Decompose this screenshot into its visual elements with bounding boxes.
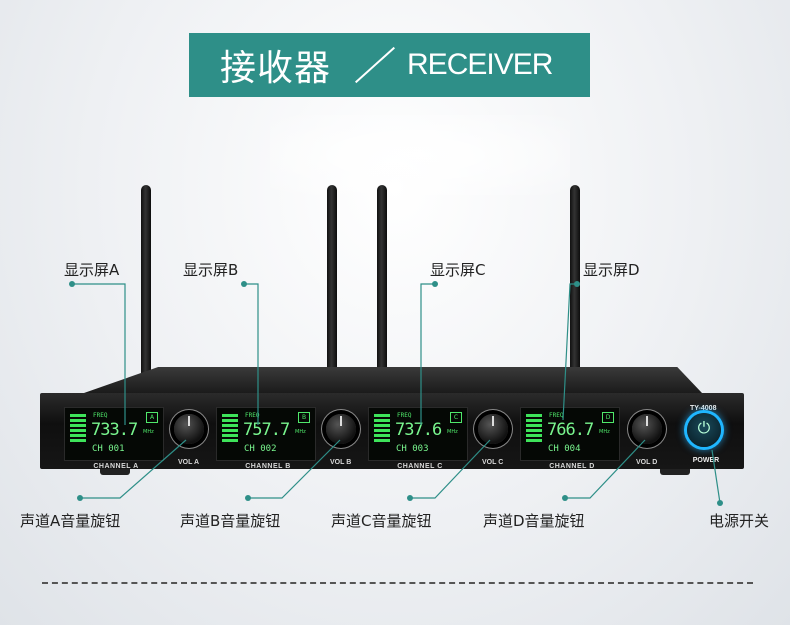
- freq-label: FREQ: [245, 412, 260, 419]
- vol-label-c: VOL C: [482, 459, 504, 466]
- callout-knob-a: 声道A音量旋钮: [20, 512, 121, 530]
- title-en: RECEIVER: [407, 48, 553, 81]
- antenna-indicator-icon: A: [146, 412, 158, 423]
- volume-knob-d[interactable]: [632, 414, 662, 444]
- power-label: POWER: [692, 457, 720, 464]
- freq-unit: MHz: [295, 429, 306, 435]
- antenna-c: [377, 185, 387, 385]
- freq-label: FREQ: [397, 412, 412, 419]
- freq-value: 733.7: [91, 420, 138, 440]
- freq-value: 737.6: [395, 420, 442, 440]
- callout-display-a: 显示屏A: [64, 261, 120, 279]
- channel-number: CH 002: [244, 444, 277, 454]
- freq-label: FREQ: [549, 412, 564, 419]
- volume-knob-c[interactable]: [478, 414, 508, 444]
- signal-bars-c: [374, 414, 390, 444]
- volume-knob-a[interactable]: [174, 414, 204, 444]
- device-top: [84, 367, 702, 393]
- antenna-indicator-icon: B: [298, 412, 310, 423]
- foot-left: [100, 469, 130, 475]
- callout-knob-c: 声道C音量旋钮: [331, 512, 432, 530]
- display-a: FREQ 733.7 MHz CH 001 A: [64, 407, 164, 461]
- callout-display-d: 显示屏D: [583, 261, 640, 279]
- display-d: FREQ 766.7 MHz CH 004 D: [520, 407, 620, 461]
- display-b: FREQ 757.7 MHz CH 002 B: [216, 407, 316, 461]
- title-cn: 接收器: [220, 48, 332, 89]
- signal-bars-a: [70, 414, 86, 444]
- callout-display-c: 显示屏C: [430, 261, 486, 279]
- vol-label-d: VOL D: [636, 459, 658, 466]
- signal-bars-d: [526, 414, 542, 444]
- antenna-b: [327, 185, 337, 385]
- slash-divider: [355, 46, 396, 84]
- antenna-d: [570, 185, 580, 385]
- antenna-indicator-icon: C: [450, 412, 462, 423]
- antenna-indicator-icon: D: [602, 412, 614, 423]
- title-banner: 接收器 RECEIVER: [189, 33, 590, 97]
- channel-label-d: CHANNEL D: [549, 463, 595, 470]
- freq-label: FREQ: [93, 412, 108, 419]
- freq-unit: MHz: [143, 429, 154, 435]
- freq-value: 766.7: [547, 420, 594, 440]
- vol-label-a: VOL A: [178, 459, 200, 466]
- model-number: TY-4008: [690, 405, 717, 412]
- channel-label-c: CHANNEL C: [397, 463, 443, 470]
- receiver-device: FREQ 733.7 MHz CH 001 A CHANNEL A VOL A …: [40, 367, 744, 475]
- dashed-divider: [42, 582, 753, 584]
- vol-label-b: VOL B: [330, 459, 352, 466]
- channel-number: CH 004: [548, 444, 581, 454]
- freq-unit: MHz: [447, 429, 458, 435]
- power-icon: ⏻: [697, 418, 711, 437]
- callout-power-switch: 电源开关: [709, 512, 770, 530]
- freq-value: 757.7: [243, 420, 290, 440]
- antenna-a: [141, 185, 151, 385]
- freq-unit: MHz: [599, 429, 610, 435]
- callout-knob-d: 声道D音量旋钮: [483, 512, 585, 530]
- volume-knob-b[interactable]: [326, 414, 356, 444]
- display-c: FREQ 737.6 MHz CH 003 C: [368, 407, 468, 461]
- channel-number: CH 001: [92, 444, 125, 454]
- callout-knob-b: 声道B音量旋钮: [180, 512, 281, 530]
- background-glow: [270, 115, 570, 195]
- callout-display-b: 显示屏B: [183, 261, 239, 279]
- foot-right: [660, 469, 690, 475]
- power-button[interactable]: ⏻: [687, 413, 721, 447]
- channel-number: CH 003: [396, 444, 429, 454]
- channel-label-b: CHANNEL B: [245, 463, 291, 470]
- signal-bars-b: [222, 414, 238, 444]
